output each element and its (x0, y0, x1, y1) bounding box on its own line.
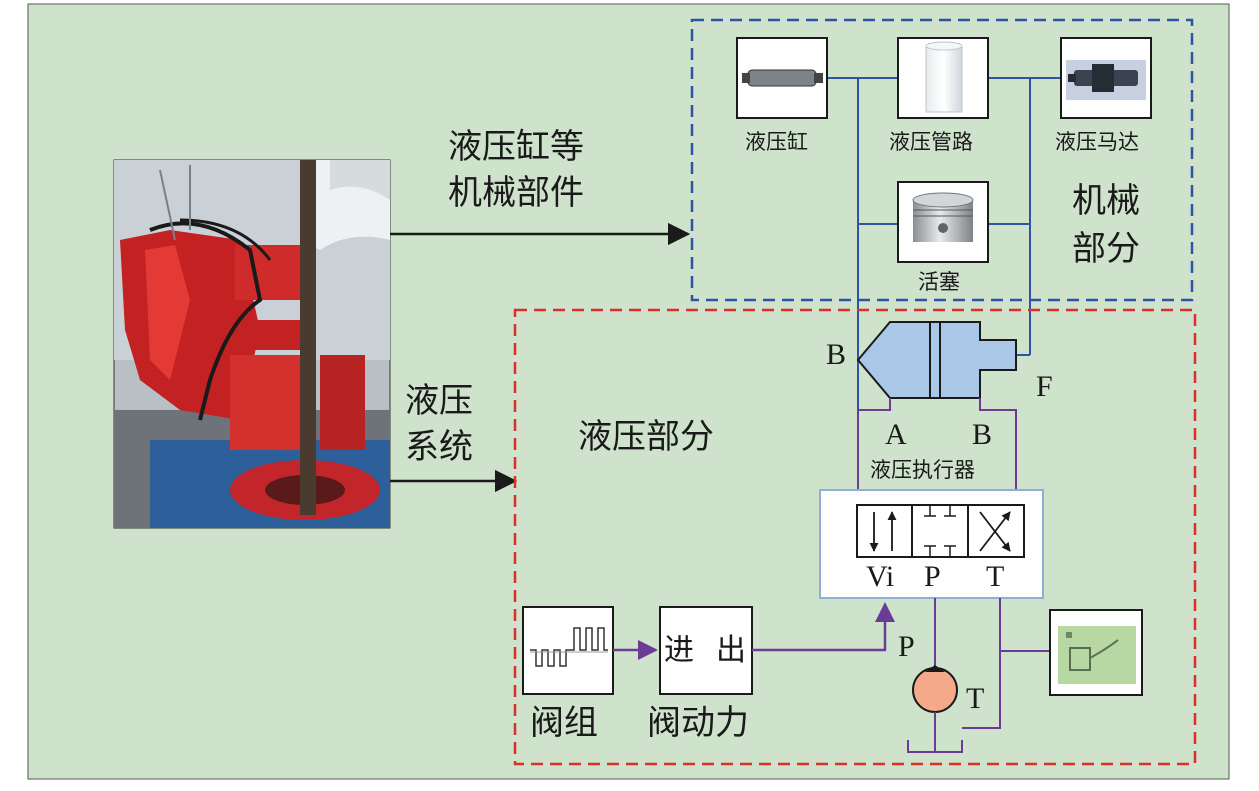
oil-tank-component (1049, 609, 1143, 696)
valve-group-label: 阀组 (530, 703, 598, 743)
actuator-label: 液压执行器 (870, 458, 975, 482)
valve-power-component (659, 606, 753, 695)
valve-port-vi-label: Vi (866, 560, 895, 593)
hydraulic-pipe-component (897, 37, 989, 119)
hydraulic-actuator-symbol (856, 321, 1017, 399)
port-a-label: A (885, 418, 907, 451)
mechanical-arrow-label-line2: 机械部件 (448, 173, 584, 213)
valve-port-p-label: P (924, 560, 941, 593)
valve-power-label: 阀动力 (647, 703, 749, 743)
cylinder-port-b-label: B (826, 338, 847, 371)
port-a-line (857, 398, 891, 490)
mechanical-section-title-line2: 部分 (1072, 229, 1140, 269)
component-label-cylinder: 液压缸 (745, 130, 808, 154)
tank-line (962, 598, 1001, 729)
cylinder-port-f-label: F (1036, 370, 1053, 403)
valve-power-line (752, 602, 895, 652)
valve-power-out-label: 出 (716, 633, 746, 668)
valve-group-component (522, 606, 614, 695)
hydraulic-motor-component (1060, 37, 1152, 119)
hydraulic-arrow-label-line2: 系统 (405, 427, 473, 467)
equipment-photo (113, 159, 391, 529)
pump-symbol (907, 665, 963, 753)
hydraulic-arrow-label-line1: 液压 (405, 381, 473, 421)
component-label-motor: 液压马达 (1055, 130, 1139, 154)
mechanical-section-title-line1: 机械 (1072, 181, 1140, 221)
directional-valve (819, 489, 1044, 599)
hydraulic-section-border (513, 308, 1197, 766)
component-label-pipe: 液压管路 (889, 130, 973, 154)
pump-p-label: P (898, 630, 915, 663)
hydraulic-cylinder-component (736, 37, 828, 119)
piston-component (897, 181, 989, 263)
hydraulic-section-title: 液压部分 (578, 417, 714, 457)
port-b-line (979, 398, 1017, 490)
port-b-label: B (972, 418, 993, 451)
mechanical-arrow-label-line1: 液压缸等 (448, 127, 584, 167)
valve-power-in-label: 进 (664, 633, 694, 668)
mechanical-section-border (690, 18, 1194, 302)
valve-port-t-label: T (986, 560, 1005, 593)
pump-t-label: T (966, 682, 985, 715)
component-label-piston: 活塞 (918, 270, 960, 294)
